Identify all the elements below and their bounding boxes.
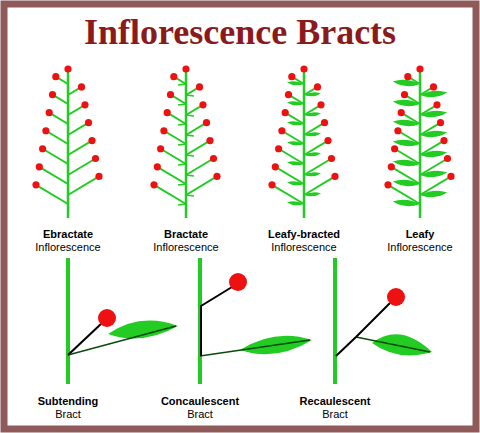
type-noun: Inflorescence: [387, 241, 452, 254]
label-holder: Subtending: [8, 391, 128, 409]
label-holder: Inflorescence: [8, 237, 128, 255]
subtending-figure: [68, 258, 178, 384]
title-holder: Inflorescence Bracts: [0, 12, 480, 52]
label-holder: Inflorescence: [244, 237, 364, 255]
type-noun: Bract: [187, 408, 213, 421]
type-name: Ebractate: [43, 228, 93, 241]
frame: [4, 4, 476, 429]
label-holder: Bract: [8, 404, 128, 422]
type-name: Subtending: [38, 395, 99, 408]
label-holder: Leafy-bracted: [244, 224, 364, 242]
plant-figures: [32, 65, 454, 218]
type-name: Concaulescent: [161, 395, 239, 408]
label-holder: Ebractate: [8, 224, 128, 242]
label-holder: Inflorescence: [360, 237, 480, 255]
diagram-title: Inflorescence Bracts: [84, 12, 396, 52]
type-name: Bractate: [164, 228, 208, 241]
concaulescent-figure: [200, 258, 312, 384]
label-holder: Leafy: [360, 224, 480, 242]
type-noun: Bract: [322, 408, 348, 421]
type-name: Leafy: [406, 228, 435, 241]
label-holder: Bractate: [126, 224, 246, 242]
label-holder: Bract: [275, 404, 395, 422]
type-noun: Inflorescence: [153, 241, 218, 254]
label-holder: Bract: [140, 404, 260, 422]
inflorescence-figure: [150, 65, 220, 218]
type-name: Leafy-bracted: [268, 228, 340, 241]
type-noun: Inflorescence: [35, 241, 100, 254]
inflorescence-figure: [268, 65, 338, 218]
inflorescence-figure: [384, 65, 454, 218]
type-noun: Bract: [55, 408, 81, 421]
type-noun: Inflorescence: [271, 241, 336, 254]
inflorescence-figure: [32, 65, 102, 218]
label-holder: Inflorescence: [126, 237, 246, 255]
label-holder: Concaulescent: [140, 391, 260, 409]
recaulescent-figure: [335, 258, 432, 384]
label-holder: Recaulescent: [275, 391, 395, 409]
type-name: Recaulescent: [300, 395, 371, 408]
